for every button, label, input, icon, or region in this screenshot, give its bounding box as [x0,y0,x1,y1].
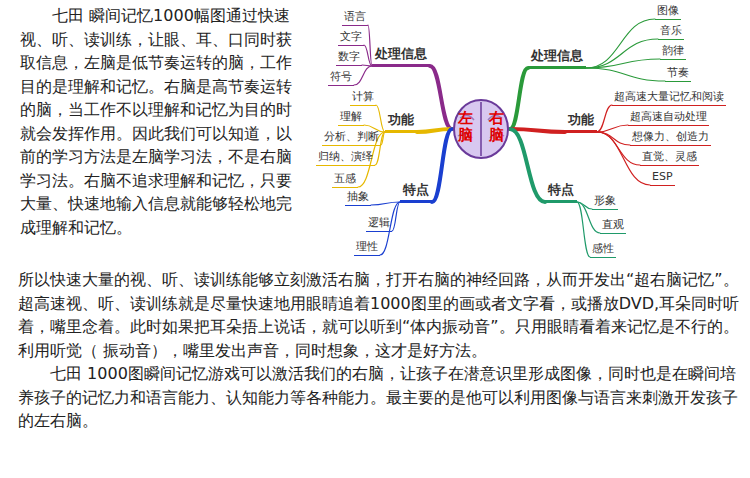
topic-text: 分析、判断 [324,130,379,143]
branch-connector [364,45,372,66]
leaf-topic: 感性 [590,242,616,258]
leaf-topic: 想像力、创造力 [630,130,711,146]
leaf-topic: 五感 [332,172,358,188]
topic-text: 形象 [594,194,616,207]
branch-connector [597,105,612,132]
branch-topic: 特点 [545,182,577,203]
paragraph-text: 七田 瞬间记忆1000幅图通过快速视、听、读训练，让眼、耳、口同时获取信息，左脑… [20,4,306,239]
topic-text: 特点 [548,182,574,197]
branch-topic: 功能 [385,112,417,133]
topic-text: 想像力、创造力 [632,130,709,143]
branch-connector [510,129,545,202]
topic-text: 符号 [330,70,352,83]
branch-connector [371,202,400,205]
branch-connector [376,105,385,132]
branch-connector [597,125,628,132]
hemisphere-label: 左脑 [458,110,473,143]
topic-text: 功能 [568,112,594,127]
topic-text: 理解 [340,110,362,123]
branch-connector [354,66,372,85]
branch-connector [430,66,452,129]
leaf-topic: 文字 [338,30,364,46]
branch-connector [597,132,630,145]
leaf-topic: 语言 [342,10,368,26]
brain-center-node: 左脑右脑 [452,98,510,160]
paragraph-text: 所以快速大量的视、听、读训练能够立刻激活右脑，打开右脑的神经回路，从而开发出“超… [18,268,740,362]
branch-topic: 处理信息 [528,48,586,69]
topic-text: 数字 [338,50,360,63]
leaf-topic: 超高速大量记忆和阅读 [612,90,726,106]
topic-text: 感性 [592,242,614,255]
topic-text: 归纳、演绎 [318,150,373,163]
leaf-topic: 符号 [328,70,354,86]
leaf-topic: 图像 [655,4,681,20]
topic-text: 理性 [356,240,378,253]
leaf-topic: 计算 [350,90,376,106]
topic-text: 处理信息 [375,46,427,61]
topic-text: 直观 [602,218,624,231]
branch-topic: 处理信息 [372,46,430,67]
branch-connector [510,68,528,129]
topic-text: 抽象 [347,190,369,203]
topic-text: 超高速自动处理 [630,110,707,123]
topic-text: 节奏 [667,66,689,79]
leaf-topic: 分析、判断 [322,130,381,146]
leaf-topic: 理解 [338,110,364,126]
branch-connector [432,129,452,202]
topic-text: 超高速大量记忆和阅读 [614,90,724,103]
leaf-topic: 理性 [354,240,380,256]
leaf-topic: 直觉、灵感 [640,150,699,166]
leaf-topic: 超高速自动处理 [628,110,709,126]
hemisphere-label: 右脑 [489,110,504,143]
branch-connector [577,202,590,257]
paragraph-text: 七田 1000图瞬间记忆游戏可以激活我们的右脑，让孩子在潜意识里形成图像，同时也… [18,362,740,433]
branch-connector [510,129,565,132]
leaf-topic: 直观 [600,218,626,234]
leaf-topic: 抽象 [345,190,371,206]
topic-text: 计算 [352,90,374,103]
topic-text: 处理信息 [531,48,583,63]
branch-connector [586,68,665,81]
leaf-topic: 韵律 [660,44,686,60]
branch-connector [586,59,660,68]
leaf-topic: 形象 [592,194,618,210]
topic-text: 韵律 [662,44,684,57]
leaf-topic: 节奏 [665,66,691,82]
topic-text: 文字 [340,30,362,43]
leaf-topic: 音乐 [658,24,684,40]
leaf-topic: 数字 [336,50,362,66]
topic-text: 特点 [403,182,429,197]
topic-text: 图像 [657,4,679,17]
leaf-topic: ESP [650,170,675,186]
topic-text: 逻辑 [368,216,390,229]
topic-text: 语言 [344,10,366,23]
branch-connector [586,19,655,68]
topic-text: 功能 [388,112,414,127]
branch-connector [417,129,452,132]
leaf-topic: 归纳、演绎 [316,150,375,166]
topic-text: 五感 [334,172,356,185]
branch-topic: 特点 [400,182,432,203]
branch-topic: 功能 [565,112,597,133]
topic-text: 音乐 [660,24,682,37]
topic-text: ESP [652,170,673,183]
topic-text: 直觉、灵感 [642,150,697,163]
leaf-topic: 逻辑 [366,216,392,232]
